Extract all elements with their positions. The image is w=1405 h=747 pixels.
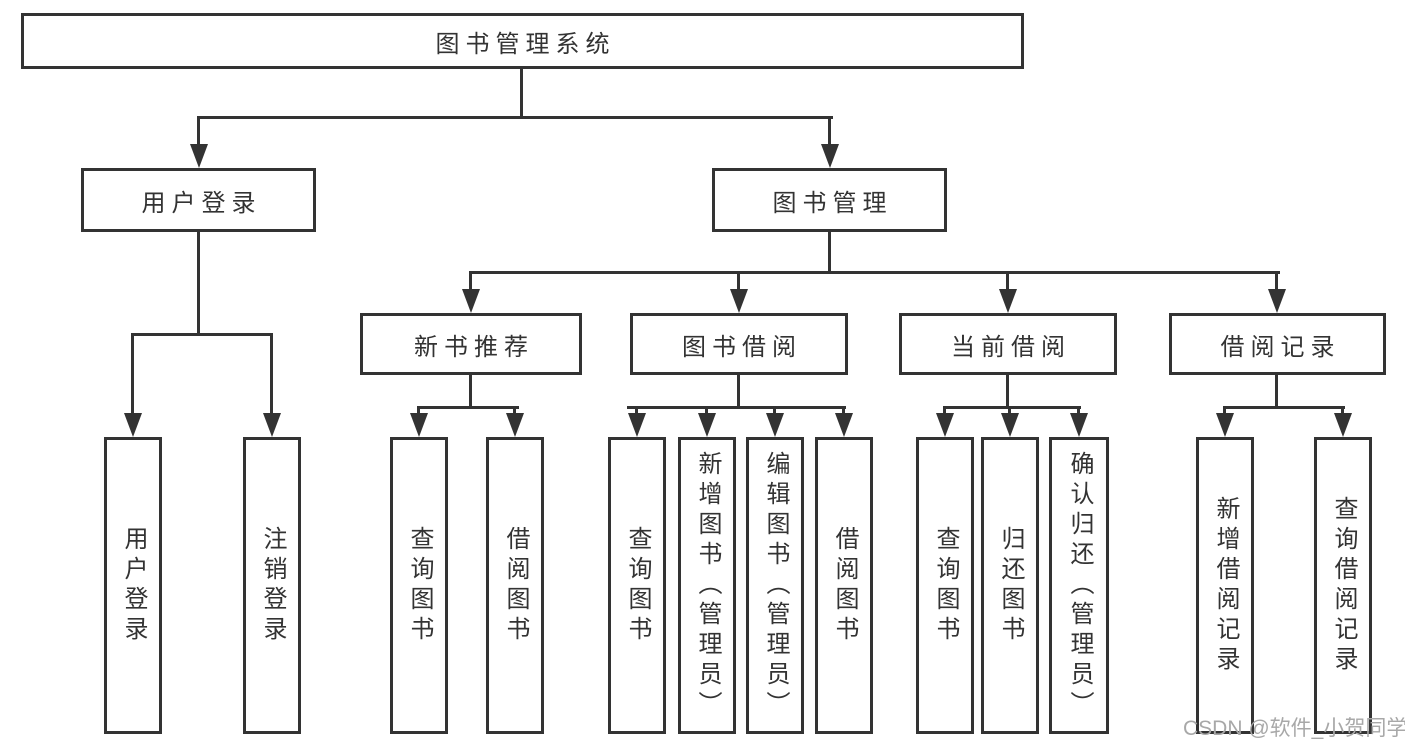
connector-to-book-management — [828, 116, 831, 146]
leaf-return-books: 归还图书 — [981, 437, 1039, 734]
leaf-label: 借阅图书 — [502, 525, 529, 646]
connector-to-leaf — [513, 406, 516, 415]
connector-to-leaf — [1008, 406, 1011, 415]
arrow-down-new-book-recommend — [462, 289, 480, 313]
arrow-down-book-borrow — [730, 289, 748, 313]
arrow-down-current-borrow — [999, 289, 1017, 313]
node-label: 图书借阅 — [682, 333, 802, 361]
node-label: 新书推荐 — [414, 333, 534, 361]
arrow-down-leaf — [1334, 413, 1352, 437]
node-label: 图书管理系统 — [435, 30, 616, 58]
leaf-label: 编辑图书（管理员） — [762, 450, 789, 721]
connector-root-branch — [197, 116, 833, 119]
leaf-confirm-return-admin: 确认归还（管理员） — [1049, 437, 1109, 734]
connector-to-leaf — [943, 406, 946, 415]
connector-current-borrow-branch — [943, 406, 1081, 409]
connector-user-login-branch — [131, 333, 273, 336]
connector-to-leaf — [417, 406, 420, 415]
connector-borrow-records-stem — [1275, 375, 1278, 409]
leaf-query-books-recommend: 查询图书 — [390, 437, 448, 734]
arrow-down-leaf — [1001, 413, 1019, 437]
connector-book-management-branch — [469, 271, 1280, 274]
leaf-label: 借阅图书 — [831, 525, 858, 646]
connector-to-leaf — [773, 406, 776, 415]
arrow-down-leaf — [698, 413, 716, 437]
leaf-label: 归还图书 — [997, 525, 1024, 646]
leaf-label: 新增借阅记录 — [1212, 495, 1239, 676]
connector-to-leaf — [842, 406, 845, 415]
arrow-down-book-management — [821, 144, 839, 168]
leaf-label: 查询借阅记录 — [1330, 495, 1357, 676]
connector-new-book-recommend-stem — [469, 375, 472, 409]
connector-root-stem — [520, 69, 523, 119]
leaf-query-books-borrow: 查询图书 — [608, 437, 666, 734]
connector-to-leaf — [1077, 406, 1080, 415]
connector-book-borrow-branch — [627, 406, 846, 409]
leaf-query-borrow-record: 查询借阅记录 — [1314, 437, 1372, 734]
connector-to-leaf — [1341, 406, 1344, 415]
arrow-down-leaf — [628, 413, 646, 437]
arrow-down-leaf-user-login — [124, 413, 142, 437]
arrow-down-leaf — [835, 413, 853, 437]
arrow-down-leaf — [1070, 413, 1088, 437]
connector-book-borrow-stem — [737, 375, 740, 409]
connector-to-leaf — [1223, 406, 1226, 415]
leaf-add-books-admin: 新增图书（管理员） — [678, 437, 736, 734]
node-new-book-recommend: 新书推荐 — [360, 313, 582, 375]
arrow-down-leaf — [766, 413, 784, 437]
connector-to-borrow-records — [1275, 271, 1278, 291]
arrow-down-leaf — [506, 413, 524, 437]
leaf-borrow-books: 借阅图书 — [815, 437, 873, 734]
leaf-add-borrow-record: 新增借阅记录 — [1196, 437, 1254, 734]
node-borrow-records: 借阅记录 — [1169, 313, 1386, 375]
arrow-down-leaf — [936, 413, 954, 437]
arrow-down-leaf — [410, 413, 428, 437]
csdn-watermark: CSDN @软件_小贺同学 — [1183, 717, 1405, 740]
leaf-edit-books-admin: 编辑图书（管理员） — [746, 437, 804, 734]
connector-to-leaf-logout — [270, 333, 273, 415]
leaf-label: 用户登录 — [120, 525, 147, 646]
node-library-management-system: 图书管理系统 — [21, 13, 1024, 69]
arrow-down-leaf-logout — [263, 413, 281, 437]
leaf-query-books-current: 查询图书 — [916, 437, 974, 734]
connector-current-borrow-stem — [1006, 375, 1009, 409]
connector-new-book-recommend-branch — [417, 406, 519, 409]
node-label: 图书管理 — [772, 189, 893, 217]
leaf-user-login: 用户登录 — [104, 437, 162, 734]
connector-borrow-records-branch — [1223, 406, 1345, 409]
node-book-borrow: 图书借阅 — [630, 313, 848, 375]
connector-user-login-stem — [197, 232, 200, 336]
leaf-label: 确认归还（管理员） — [1066, 450, 1093, 721]
connector-book-management-stem — [828, 232, 831, 274]
leaf-label: 查询图书 — [406, 525, 433, 646]
node-label: 用户登录 — [141, 189, 262, 217]
connector-to-leaf — [705, 406, 708, 415]
leaf-logout-login: 注销登录 — [243, 437, 301, 734]
leaf-label: 新增图书（管理员） — [694, 450, 721, 721]
node-current-borrow: 当前借阅 — [899, 313, 1117, 375]
connector-to-new-book-recommend — [469, 271, 472, 291]
connector-to-user-login — [197, 116, 200, 146]
connector-to-leaf-user-login — [131, 333, 134, 415]
leaf-label: 注销登录 — [259, 525, 286, 646]
arrow-down-borrow-records — [1268, 289, 1286, 313]
node-label: 当前借阅 — [951, 333, 1071, 361]
node-book-management: 图书管理 — [712, 168, 947, 232]
node-label: 借阅记录 — [1220, 333, 1341, 361]
node-user-login: 用户登录 — [81, 168, 316, 232]
leaf-label: 查询图书 — [624, 525, 651, 646]
arrow-down-leaf — [1216, 413, 1234, 437]
connector-to-book-borrow — [737, 271, 740, 291]
leaf-label: 查询图书 — [932, 525, 959, 646]
leaf-borrow-books-recommend: 借阅图书 — [486, 437, 544, 734]
arrow-down-user-login — [190, 144, 208, 168]
connector-to-current-borrow — [1006, 271, 1009, 291]
connector-to-leaf — [635, 406, 638, 415]
